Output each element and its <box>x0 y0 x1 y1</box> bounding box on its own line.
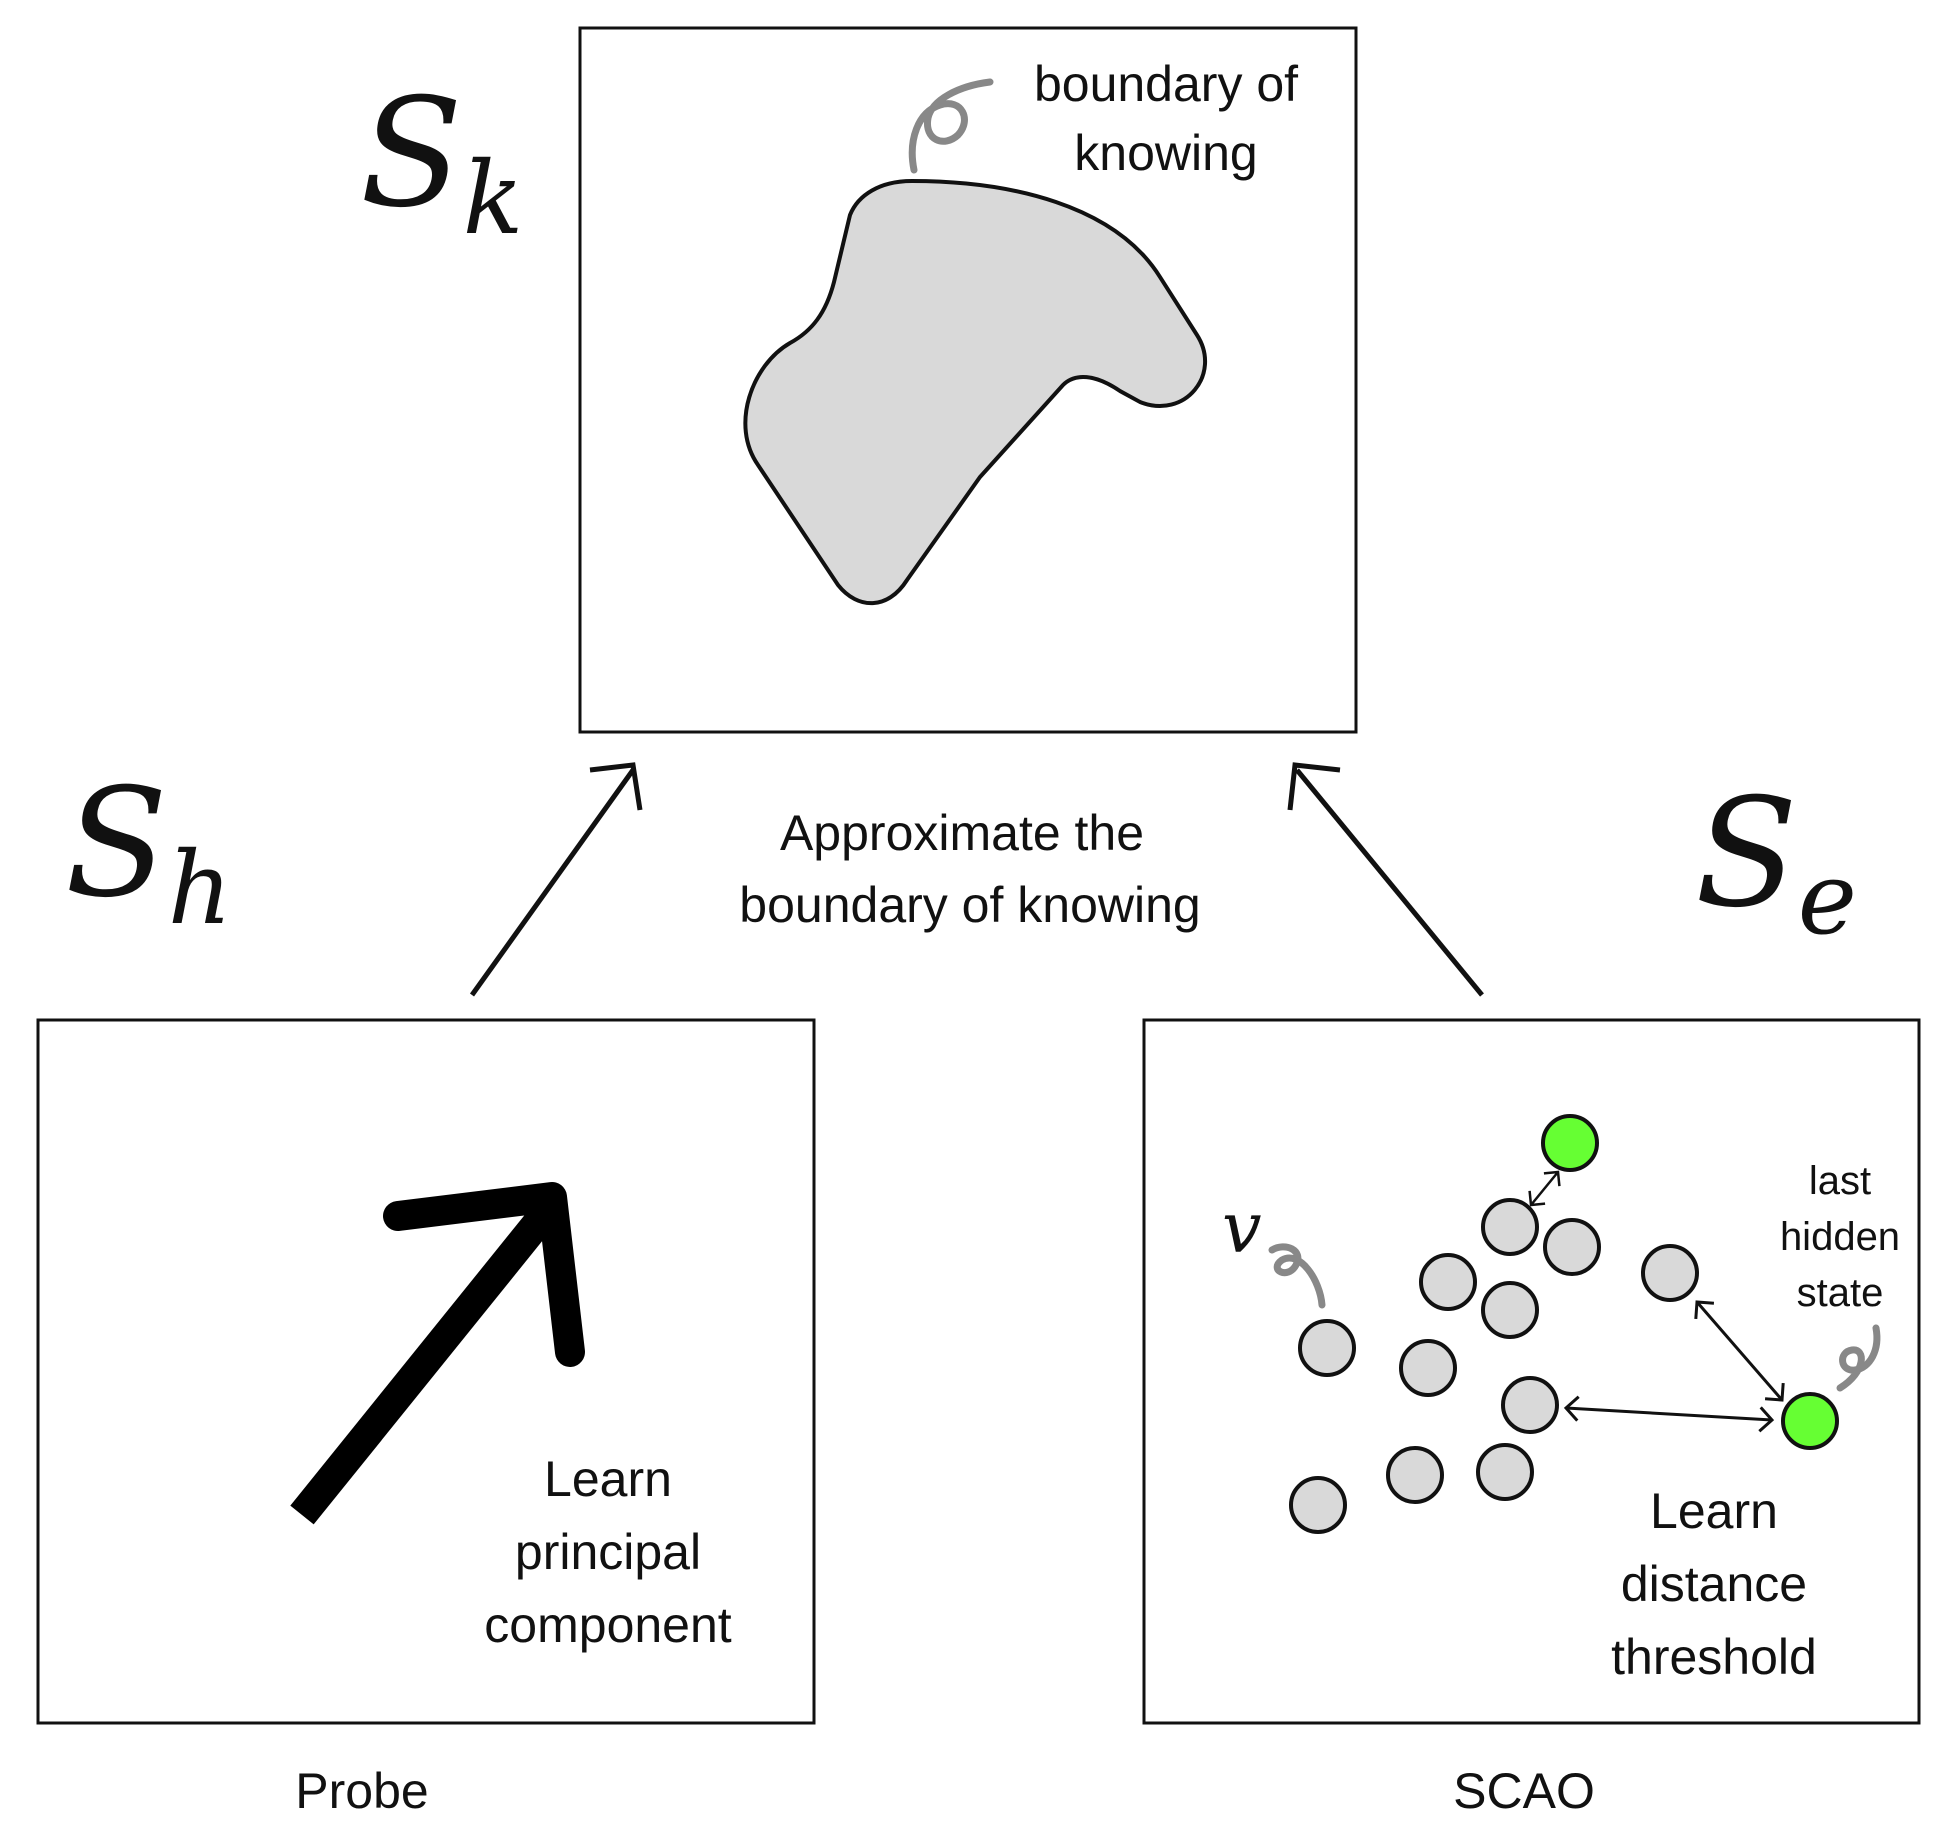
center-caption-line2: boundary of knowing <box>739 877 1200 933</box>
hidden-state-point <box>1543 1218 1601 1276</box>
scao-text-line3: threshold <box>1611 1629 1817 1685</box>
hidden-state-point <box>1289 1476 1347 1534</box>
hidden-state-point <box>1501 1376 1559 1434</box>
probe-text-line2: principal <box>515 1524 701 1580</box>
probe-arrowhead <box>589 762 643 811</box>
scao-caption: SCAO <box>1453 1763 1595 1819</box>
highlighted-point-top <box>1541 1114 1599 1172</box>
hidden-state-point <box>1419 1253 1477 1311</box>
knowledge-space-symbol: Sk <box>360 67 523 257</box>
last-hidden-state-label-line1: last <box>1809 1159 1871 1203</box>
probe-text-line3: component <box>484 1597 731 1653</box>
hidden-state-point <box>1476 1443 1534 1501</box>
principal-component-arrow <box>290 1182 585 1525</box>
boundary-annotation-label-line2: knowing <box>1074 125 1257 181</box>
last-hidden-state-point <box>1781 1392 1839 1450</box>
distance-arrow-diagonal <box>1694 1300 1785 1402</box>
hidden-space-symbol: Sh <box>65 757 232 947</box>
knowledge-space-group: Sk boundary of knowing <box>360 26 1358 734</box>
hidden-state-point <box>1481 1281 1539 1339</box>
connector-arrows <box>469 762 1484 997</box>
probe-text-line1: Learn <box>544 1451 672 1507</box>
center-caption-line1: Approximate the <box>780 805 1144 861</box>
probe-to-knowledge-arrow <box>469 768 636 997</box>
scao-to-knowledge-arrow <box>1295 768 1484 997</box>
embedding-space-symbol: Se <box>1695 767 1857 957</box>
scao-text-line2: distance <box>1621 1556 1807 1612</box>
boundary-annotation-label-line1: boundary of <box>1034 56 1298 112</box>
last-hidden-state-squiggle <box>1836 1324 1881 1392</box>
hidden-state-point-v <box>1298 1319 1356 1377</box>
scao-group: Se v last hidden state Learn distance <box>1142 767 1921 1819</box>
last-hidden-state-label-line2: hidden <box>1780 1215 1900 1259</box>
scao-arrowhead <box>1287 762 1341 811</box>
last-hidden-state-label-line3: state <box>1797 1271 1884 1315</box>
hidden-state-point <box>1481 1198 1539 1256</box>
hidden-state-point <box>1641 1244 1699 1302</box>
vector-v-squiggle <box>1268 1243 1326 1309</box>
distance-arrow-small <box>1528 1170 1561 1207</box>
vector-v-label: v <box>1222 1187 1262 1269</box>
probe-caption: Probe <box>295 1763 428 1819</box>
hidden-state-points <box>1289 1198 1699 1534</box>
boundary-of-knowing-region <box>743 178 1208 606</box>
scao-panel <box>1142 1018 1921 1725</box>
distance-arrow-horizontal <box>1563 1395 1775 1433</box>
hidden-state-point <box>1399 1339 1457 1397</box>
boundary-annotation-squiggle <box>908 78 994 174</box>
scao-text-line1: Learn <box>1650 1483 1778 1539</box>
hidden-state-point <box>1386 1446 1444 1504</box>
probe-group: Sh Learn principal component Probe <box>36 757 816 1819</box>
